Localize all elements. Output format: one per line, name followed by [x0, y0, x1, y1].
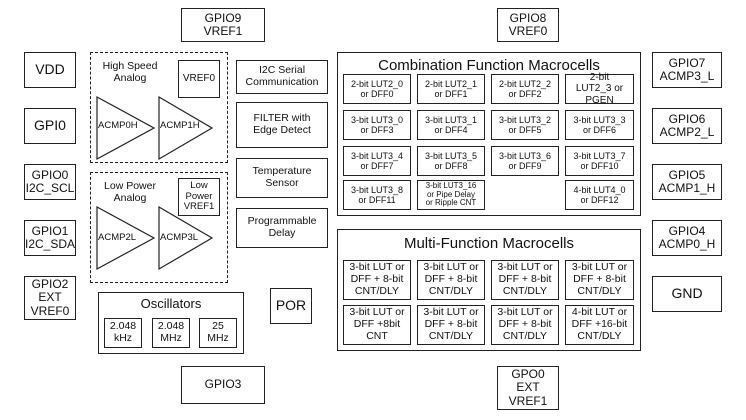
combination-macrocells-title: Combination Function Macrocells — [378, 57, 600, 74]
multi-cell: 4-bit LUT or DFF +16-bit CNT/DLY — [565, 305, 634, 345]
comb-cell: 3-bit LUT3_3 or DFF6 — [565, 110, 634, 140]
comb-cell: 3-bit LUT3_7 or DFF10 — [565, 146, 634, 176]
multi-cell: 3-bit LUT or DFF +8bit CNT — [343, 305, 411, 345]
comb-cell: 3-bit LUT3_0 or DFF3 — [343, 110, 411, 140]
comb-cell: 3-bit LUT3_8 or DFF11 — [343, 180, 411, 210]
acmp3l-label: ACMP3L — [160, 232, 199, 243]
comb-cell: 3-bit LUT3_4 or DFF7 — [343, 146, 411, 176]
por-block: POR — [270, 288, 312, 324]
multi-cell: 3-bit LUT or DFF + 8-bit CNT/DLY — [417, 260, 485, 300]
low-power-analog-group — [90, 172, 228, 283]
i2c-serial-block: I2C Serial Communication — [236, 60, 328, 94]
pin-gpi0: GPI0 — [24, 108, 76, 144]
acmp2l-comparator-icon — [96, 205, 156, 271]
multi-function-macrocells-title: Multi-Function Macrocells — [403, 235, 575, 252]
comb-cell: 3-bit LUT3_2 or DFF5 — [491, 110, 559, 140]
programmable-delay-block: Programmable Delay — [236, 208, 328, 248]
pin-gnd: GND — [652, 276, 722, 312]
acmp1h-label: ACMP1H — [160, 120, 200, 131]
acmp0h-label: ACMP0H — [98, 120, 138, 131]
pin-gpio7: GPIO7 ACMP3_L — [652, 52, 722, 88]
multi-cell: 3-bit LUT or DFF + 8-bit CNT/DLY — [491, 305, 559, 345]
temperature-sensor-block: Temperature Sensor — [236, 158, 328, 198]
comb-cell: 3-bit LUT3_16 or Pipe Delay or Ripple CN… — [417, 180, 485, 210]
pin-gpio2: GPIO2 EXT VREF0 — [24, 276, 76, 320]
pin-gpio4: GPIO4 ACMP0_H — [652, 220, 722, 256]
pin-gpio1: GPIO1 I2C_SDA — [24, 220, 76, 256]
oscillators-title: Oscillators — [140, 296, 202, 311]
acmp2l-label: ACMP2L — [98, 232, 137, 243]
multi-cell: 3-bit LUT or DFF + 8-bit CNT/DLY — [491, 260, 559, 300]
multi-cell: 3-bit LUT or DFF + 8-bit CNT/DLY — [343, 260, 411, 300]
osc-2048khz: 2.048 kHz — [104, 318, 142, 348]
comb-cell: 2-bit LUT2_0 or DFF0 — [343, 74, 411, 104]
acmp0h-comparator-icon — [96, 95, 156, 161]
low-power-vref1-block: Low Power VREF1 — [178, 178, 220, 216]
osc-25mhz: 25 MHz — [199, 318, 237, 348]
pin-vdd: VDD — [24, 52, 76, 88]
comb-cell: 3-bit LUT3_6 or DFF9 — [491, 146, 559, 176]
pin-gpio5: GPIO5 ACMP1_H — [652, 164, 722, 200]
multi-cell: 3-bit LUT or DFF + 8-bit CNT/DLY — [417, 305, 485, 345]
high-speed-analog-title: High Speed Analog — [102, 60, 158, 85]
comb-cell: 2-bit LUT2_3 or PGEN — [565, 72, 634, 106]
comb-cell: 3-bit LUT3_5 or DFF8 — [417, 146, 485, 176]
comb-cell: 3-bit LUT3_1 or DFF4 — [417, 110, 485, 140]
comb-cell: 2-bit LUT2_2 or DFF2 — [491, 74, 559, 104]
pin-gpio3: GPIO3 — [181, 366, 265, 404]
pin-gpio6: GPIO6 ACMP2_L — [652, 108, 722, 144]
filter-edge-detect-block: FILTER with Edge Detect — [236, 102, 328, 148]
pin-gpio0: GPIO0 I2C_SCL — [24, 164, 76, 200]
multi-cell: 3-bit LUT or DFF + 8-bit CNT/DLY — [565, 260, 634, 300]
pin-gpio9: GPIO9 VREF1 — [181, 8, 265, 42]
comb-cell: 4-bit LUT4_0 or DFF12 — [565, 180, 634, 210]
acmp3l-comparator-icon — [158, 205, 214, 271]
comb-cell: 2-bit LUT2_1 or DFF1 — [417, 74, 485, 104]
high-speed-analog-group — [90, 52, 228, 163]
pin-gpio8: GPIO8 VREF0 — [497, 8, 559, 42]
acmp1h-comparator-icon — [158, 95, 214, 161]
pin-gpo0: GPO0 EXT VREF1 — [497, 366, 559, 410]
osc-2048mhz: 2.048 MHz — [152, 318, 190, 348]
vref0-block: VREF0 — [178, 60, 220, 98]
low-power-analog-title: Low Power Analog — [104, 180, 156, 205]
